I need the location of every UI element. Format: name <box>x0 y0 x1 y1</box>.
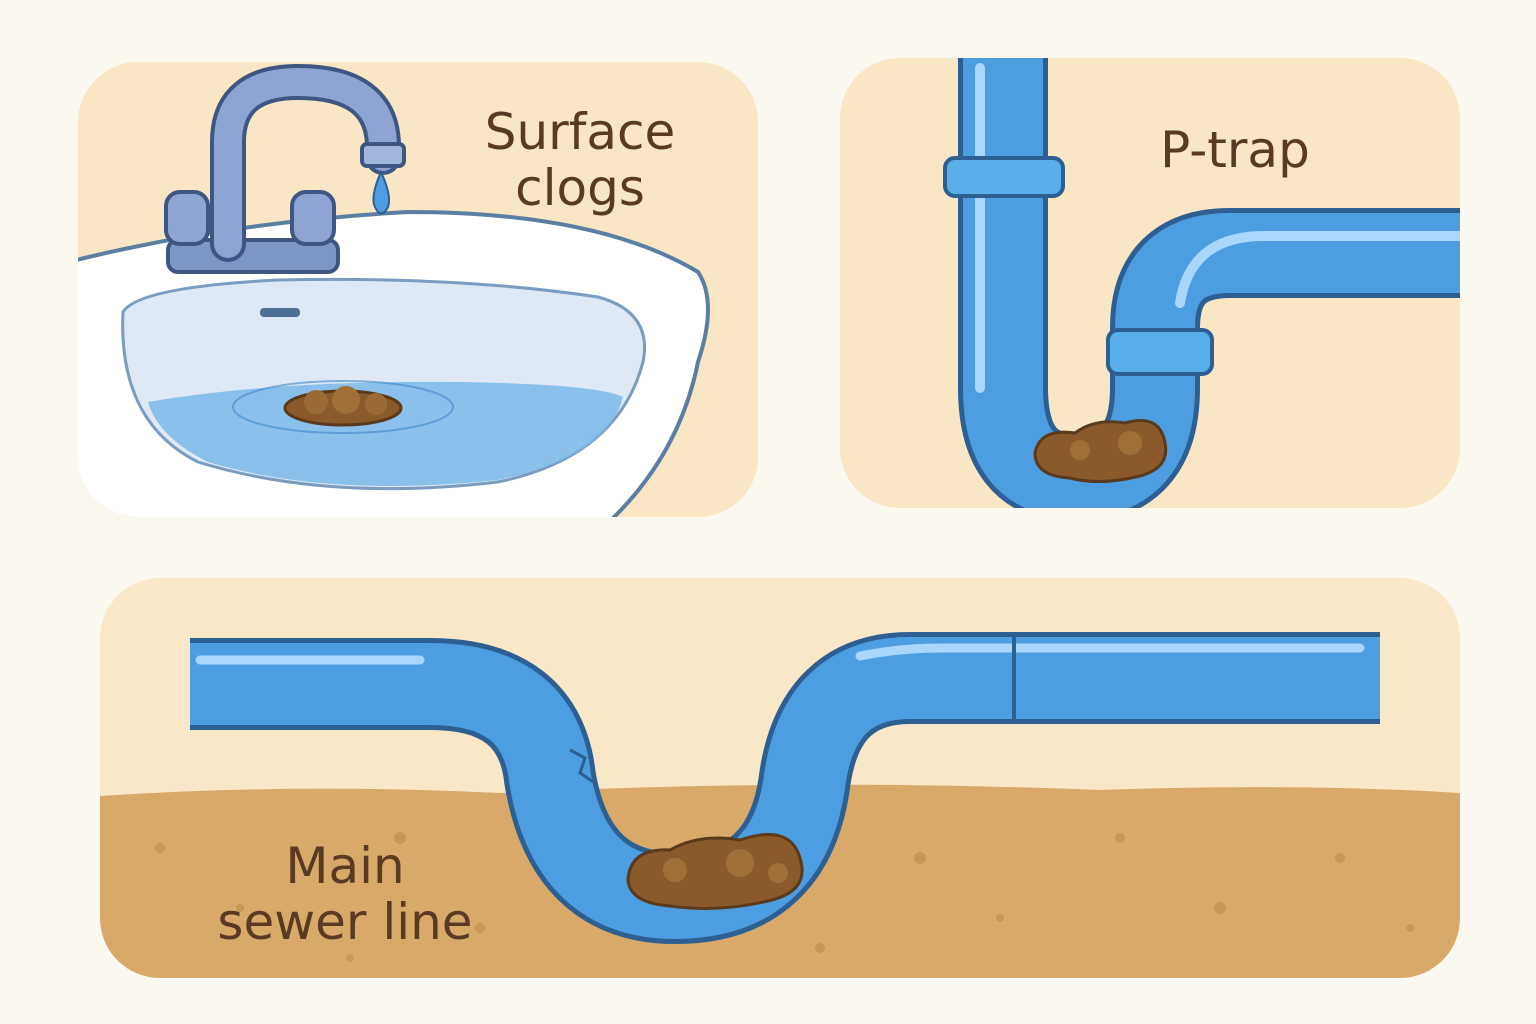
p-trap-coupling-side <box>1106 328 1214 376</box>
clog-icon <box>1033 419 1168 484</box>
surface-clogs-panel <box>78 62 758 517</box>
sink-illustration <box>78 63 710 517</box>
p-trap-coupling-top <box>943 156 1065 198</box>
p-trap-illustration <box>943 58 1460 508</box>
p-trap-label: P-trap <box>1160 121 1310 179</box>
faucet-icon <box>164 63 406 274</box>
water-drop-icon <box>372 169 391 215</box>
clog-icon <box>626 832 804 910</box>
sewer-illustration <box>100 632 1460 978</box>
p-trap-panel <box>840 58 1460 508</box>
sink-water <box>148 381 623 486</box>
clog-icon <box>283 386 403 427</box>
surface-clogs-label: Surface clogs <box>484 103 676 217</box>
main-sewer-line-label: Main sewer line <box>217 837 473 951</box>
main-sewer-panel <box>100 578 1460 978</box>
